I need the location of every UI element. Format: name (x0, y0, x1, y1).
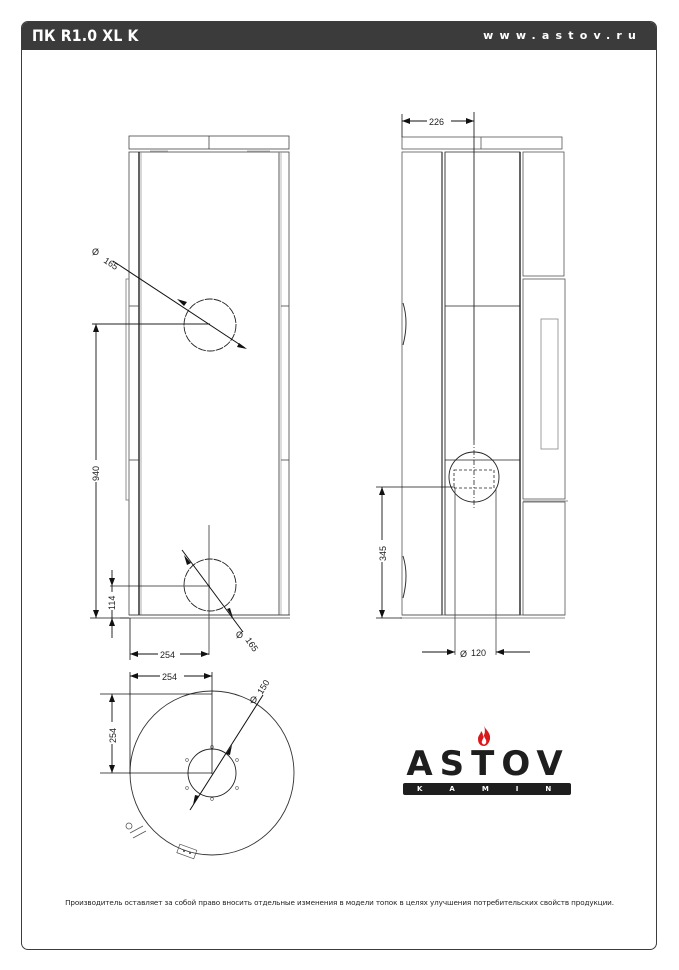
top-diameter-150-label: 150 (255, 678, 271, 696)
height-345-label: 345 (378, 546, 388, 561)
dimension-114: 114 (106, 570, 118, 638)
drawing-sheet: ПК R1.0 XL K www.astov.ru (21, 21, 657, 950)
top-view (125, 690, 295, 860)
logo-brand: ASTOV (406, 744, 570, 784)
depth-226-label: 226 (429, 117, 444, 127)
front-view (120, 135, 290, 619)
dimension-345: 345 (376, 486, 455, 619)
diameter-symbol: Ø (92, 247, 99, 257)
dimension-top-150: Ø 150 (189, 678, 272, 811)
front-inlet-diameter-label: 165 (243, 635, 260, 653)
disclaimer-text: Производитель оставляет за собой право в… (65, 898, 614, 907)
dimension-top-254-vertical: 254 (100, 693, 212, 774)
dimension-120: Ø 120 (422, 648, 530, 659)
logo-subtitle: KAMIN (403, 783, 571, 795)
diameter-symbol: Ø (460, 649, 467, 659)
top-offset-y-label: 254 (108, 728, 118, 743)
height-114-label: 114 (107, 596, 117, 610)
model-title: ПК R1.0 XL K (32, 26, 139, 45)
flame-icon (478, 725, 491, 746)
diameter-120-label: 120 (471, 648, 486, 658)
astov-logo: ASTOV KAMIN (403, 725, 573, 801)
height-940-label: 940 (91, 466, 101, 481)
website-link[interactable]: www.astov.ru (483, 29, 642, 42)
front-inlet-circle: Ø 165 (110, 525, 260, 655)
header-bar: ПК R1.0 XL K www.astov.ru (22, 22, 656, 50)
side-view (400, 136, 568, 619)
side-outlet (448, 112, 500, 655)
front-outlet-diameter-label: 165 (102, 255, 120, 272)
top-offset-x-label: 254 (162, 672, 177, 682)
dimension-940: 940 (90, 324, 129, 619)
front-outlet-circle: Ø 165 (92, 247, 247, 352)
diameter-symbol: Ø (250, 695, 257, 705)
dimension-top-254-horizontal: 254 (129, 670, 213, 774)
dimension-front-254: 254 (129, 618, 209, 660)
diameter-symbol: Ø (236, 630, 243, 640)
dimension-226: 226 (401, 114, 474, 137)
offset-254-label: 254 (160, 650, 175, 660)
